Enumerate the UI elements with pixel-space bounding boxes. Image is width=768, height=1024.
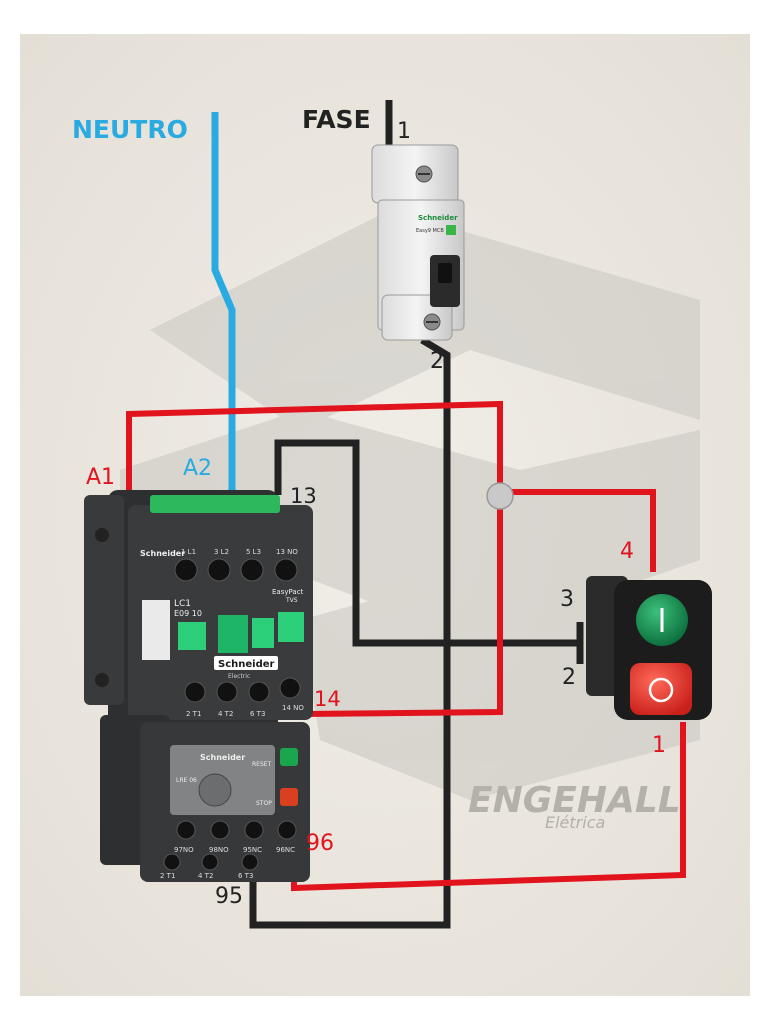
contactor-brand: Schneider (218, 659, 275, 670)
t95-label: 95 (215, 884, 243, 909)
relay-term-4: 96NC (276, 846, 295, 854)
ct-bot-1: 2 T1 (186, 710, 201, 718)
breaker-model: Easy9 MCB (416, 228, 444, 234)
fase-label: FASE (302, 105, 371, 134)
breaker-brand: Schneider (418, 214, 458, 222)
contactor-spec-label (142, 600, 170, 660)
breaker-out-label: 2 (430, 349, 444, 374)
a1-label: A1 (86, 465, 115, 490)
a2-label: A2 (183, 456, 212, 481)
contactor-top-terminals: 1 L1 3 L2 5 L3 13 NO (174, 548, 298, 582)
breaker-ez-badge (446, 225, 456, 235)
stop-button (630, 663, 692, 715)
btn-1-label: 1 (652, 733, 666, 758)
contactor-series: EasyPact (272, 588, 304, 596)
ct-top-2: 3 L2 (214, 548, 229, 556)
t14-label: 14 (314, 687, 341, 711)
ct-bot-2: 4 T2 (218, 710, 233, 718)
ct-bot-4: 14 NO (282, 704, 304, 712)
breaker-in-label: 1 (397, 119, 411, 144)
relay-bot-3: 6 T3 (238, 872, 253, 880)
contactor-window-3 (252, 618, 274, 648)
contactor-model-2: E09 10 (174, 609, 202, 618)
relay-reset-label: RESET (252, 761, 272, 768)
contactor-window-2 (218, 615, 248, 653)
contactor-window-1 (178, 622, 206, 650)
watermark-sub: Elétrica (545, 813, 605, 832)
contactor-coil-label (150, 495, 280, 513)
contactor-bottom-terminals: 2 T1 4 T2 6 T3 14 NO (184, 677, 304, 718)
overload-relay: Schneider LRE 06 RESET STOP 97NO 98NO 95… (100, 715, 310, 882)
relay-dial (198, 773, 232, 807)
contactor-brand-plate (214, 656, 278, 670)
btn-4-label: 4 (620, 539, 634, 564)
contactor-model-1: LC1 (174, 599, 191, 609)
contactor-window-4 (278, 612, 304, 642)
relay-bot-1: 2 T1 (160, 872, 175, 880)
ct-top-3: 5 L3 (246, 548, 261, 556)
relay-terminals: 97NO 98NO 95NC 96NC 2 T1 4 T2 6 T3 (160, 820, 297, 880)
relay-stop-button (280, 788, 298, 806)
relay-term-2: 98NO (209, 846, 229, 854)
contactor-brand-side: Schneider (140, 549, 185, 558)
junction-node (486, 482, 514, 510)
watermark-name: ENGEHALL (468, 780, 681, 821)
contactor-series2: TVS (285, 597, 298, 604)
btn-2-label: 2 (562, 665, 576, 690)
phase-wires (249, 100, 584, 929)
relay-term-1: 97NO (174, 846, 194, 854)
relay-model: LRE 06 (176, 777, 197, 784)
ct-top-4: 13 NO (276, 548, 298, 556)
ct-top-1: 1 L1 (181, 548, 196, 556)
relay-stop-label: STOP (256, 800, 272, 807)
t96-label: 96 (306, 831, 334, 856)
relay-term-3: 95NC (243, 846, 262, 854)
relay-reset-button (280, 748, 298, 766)
neutro-label: NEUTRO (72, 115, 188, 144)
relay-bot-2: 4 T2 (198, 872, 213, 880)
watermark-text: ENGEHALL Elétrica (468, 780, 681, 832)
push-button-station (586, 576, 712, 720)
btn-3-label: 3 (560, 587, 574, 612)
ct-bot-3: 6 T3 (250, 710, 265, 718)
relay-brand: Schneider (200, 753, 245, 762)
neutral-wire (211, 112, 236, 500)
contactor: 1 L1 3 L2 5 L3 13 NO Schneider LC1 E09 1… (84, 490, 313, 735)
t13-label: 13 (290, 484, 317, 508)
contactor-sub: Electric (228, 673, 250, 680)
circuit-breaker: Schneider Easy9 MCB (371, 144, 465, 341)
